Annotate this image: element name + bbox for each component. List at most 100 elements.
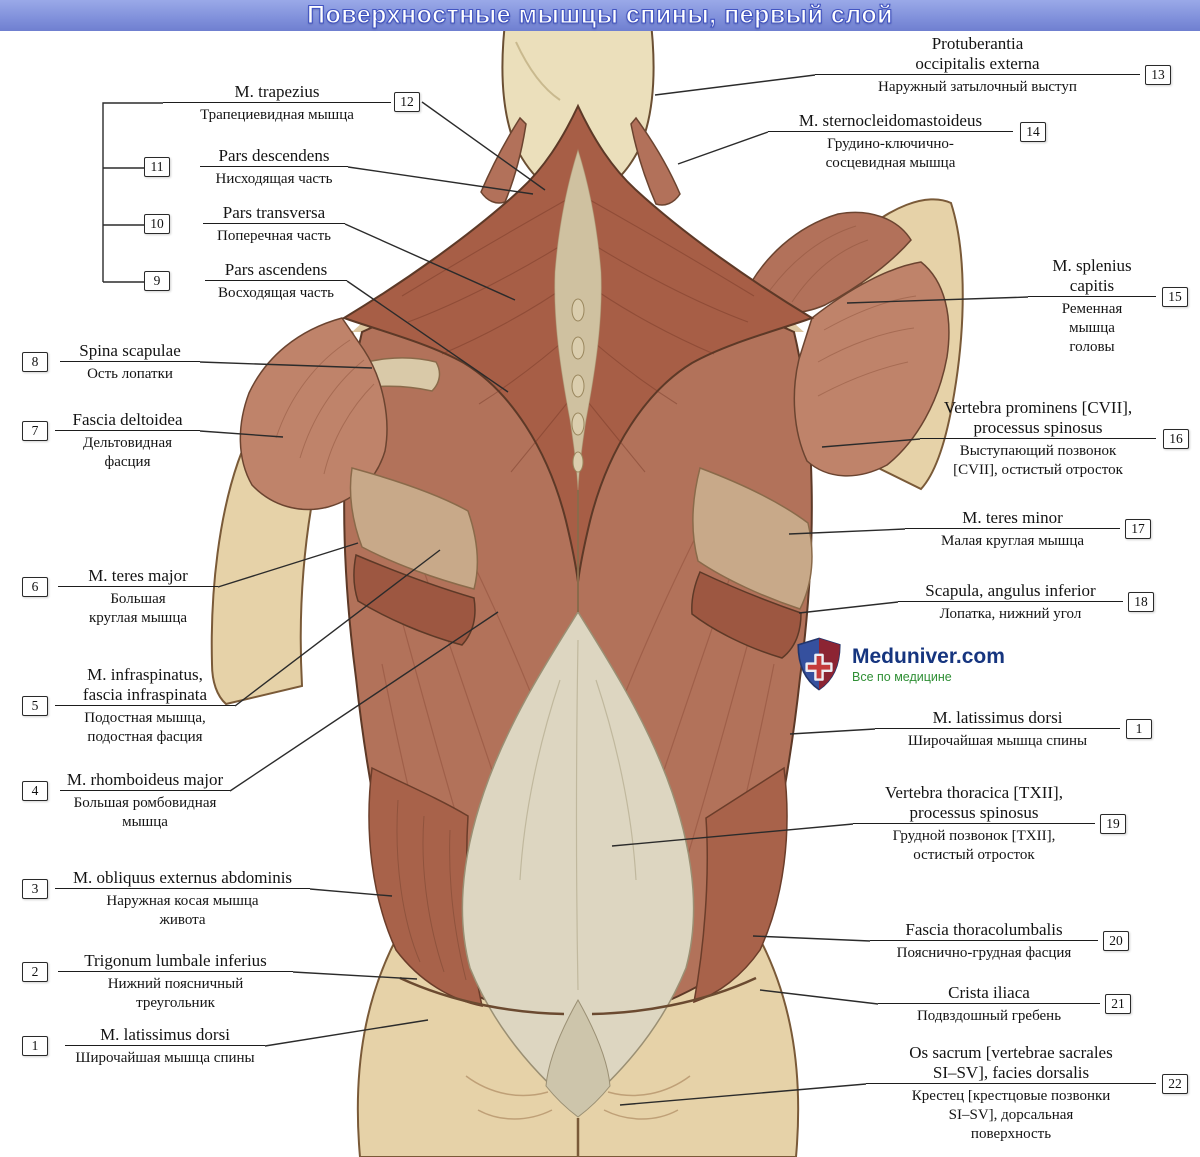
label-teres-minor: M. teres minor Малая круглая мышца [905, 508, 1120, 551]
label-latin-text: M. latissimus dorsi [875, 708, 1120, 729]
label-pars-descendens: Pars descendens Нисходящая часть [200, 146, 348, 189]
label-latin-text: M. rhomboideus major [60, 770, 230, 791]
label-russian-text: Нисходящая часть [215, 171, 333, 187]
label-russian-text: Дельтовидная фасция [82, 435, 172, 470]
label-splenius-capitis: M. splenius capitis Ременная мышца голов… [1028, 256, 1156, 357]
callout-number-12: 12 [394, 92, 420, 112]
callout-number-1-right: 1 [1126, 719, 1152, 739]
label-russian-text: Большая круглая мышца [88, 591, 188, 626]
callout-number-19: 19 [1100, 814, 1126, 834]
label-scapula-angulus-inferior: Scapula, angulus inferior Лопатка, нижни… [898, 581, 1123, 624]
label-latin-text: Pars descendens [200, 146, 348, 167]
meduniver-watermark: Meduniver.com Все по медицине [795, 636, 1005, 692]
label-pars-transversa: Pars transversa Поперечная часть [203, 203, 345, 246]
label-latin-text: Vertebra thoracica [TXII], processus spi… [853, 783, 1095, 824]
label-latin-text: Vertebra prominens [CVII], processus spi… [920, 398, 1156, 439]
label-russian-text: Поперечная часть [217, 228, 331, 244]
callout-number-5: 5 [22, 696, 48, 716]
label-latin-text: M. latissimus dorsi [65, 1025, 265, 1046]
callout-number-21: 21 [1105, 994, 1131, 1014]
callout-number-13: 13 [1145, 65, 1171, 85]
label-latin-text: Pars ascendens [205, 260, 347, 281]
label-os-sacrum: Os sacrum [vertebrae sacrales SI–SV], fa… [866, 1043, 1156, 1144]
label-russian-text: Грудино-ключично- сосцевидная мышца [825, 136, 956, 171]
label-pars-ascendens: Pars ascendens Восходящая часть [205, 260, 347, 303]
label-latin-text: Fascia thoracolumbalis [870, 920, 1098, 941]
label-vertebra-prominens: Vertebra prominens [CVII], processus spi… [920, 398, 1156, 480]
page-title: Поверхностные мышцы спины, первый слой [306, 0, 893, 29]
label-latin-text: Trigonum lumbale inferius [58, 951, 293, 972]
meduniver-name: Meduniver.com [852, 644, 1005, 668]
callout-number-15: 15 [1162, 287, 1188, 307]
label-latin-text: Fascia deltoidea [55, 410, 200, 431]
label-russian-text: Нижний поясничный треугольник [107, 976, 244, 1011]
label-russian-text: Малая круглая мышца [941, 533, 1084, 549]
title-bar: Поверхностные мышцы спины, первый слой [0, 0, 1200, 31]
callout-number-11: 11 [144, 157, 170, 177]
label-teres-major: M. teres major Большая круглая мышца [58, 566, 218, 628]
label-russian-text: Грудной позвонок [TXII], остистый отрост… [892, 828, 1056, 863]
label-latin-text: M. obliquus externus abdominis [55, 868, 310, 889]
label-russian-text: Наружная косая мышца живота [106, 893, 259, 928]
callout-number-3: 3 [22, 879, 48, 899]
label-latin-text: Scapula, angulus inferior [898, 581, 1123, 602]
callout-number-4: 4 [22, 781, 48, 801]
label-russian-text: Ременная мышца головы [1061, 301, 1123, 355]
callout-number-2: 2 [22, 962, 48, 982]
label-russian-text: Ость лопатки [87, 366, 173, 382]
callout-number-14: 14 [1020, 122, 1046, 142]
callout-number-9: 9 [144, 271, 170, 291]
label-obliquus-externus: M. obliquus externus abdominis Наружная … [55, 868, 310, 930]
label-trapezius: M. trapezius Трапециевидная мышца [163, 82, 391, 125]
callout-number-18: 18 [1128, 592, 1154, 612]
label-latin-text: M. teres major [58, 566, 218, 587]
callout-number-17: 17 [1125, 519, 1151, 539]
label-latin-text: Protuberantia occipitalis externa [815, 34, 1140, 75]
label-russian-text: Подвздошный гребень [916, 1008, 1062, 1024]
label-latin-text: M. teres minor [905, 508, 1120, 529]
label-russian-text: Подостная мышца, подостная фасция [84, 710, 206, 745]
meduniver-tagline: Все по медицине [852, 669, 952, 684]
label-russian-text: Наружный затылочный выступ [878, 79, 1077, 95]
label-latin-text: Crista iliaca [878, 983, 1100, 1004]
label-russian-text: Крестец [крестцовые позвонки SI–SV], дор… [911, 1088, 1111, 1142]
label-russian-text: Пояснично-грудная фасция [896, 945, 1072, 961]
callout-number-16: 16 [1163, 429, 1189, 449]
label-fascia-thoracolumbalis: Fascia thoracolumbalis Пояснично-грудная… [870, 920, 1098, 963]
callout-number-22: 22 [1162, 1074, 1188, 1094]
meduniver-shield-icon [797, 637, 841, 691]
label-fascia-deltoidea: Fascia deltoidea Дельтовидная фасция [55, 410, 200, 472]
callout-number-6: 6 [22, 577, 48, 597]
label-latin-text: M. trapezius [163, 82, 391, 103]
callout-number-20: 20 [1103, 931, 1129, 951]
label-latin-text: M. splenius capitis [1028, 256, 1156, 297]
label-latin-text: Pars transversa [203, 203, 345, 224]
label-protuberantia-occipitalis: Protuberantia occipitalis externa Наружн… [815, 34, 1140, 97]
label-latin-text: Os sacrum [vertebrae sacrales SI–SV], fa… [866, 1043, 1156, 1084]
label-latissimus-dorsi-right: M. latissimus dorsi Широчайшая мышца спи… [875, 708, 1120, 751]
label-latin-text: M. sternocleidomastoideus [768, 111, 1013, 132]
label-russian-text: Трапециевидная мышца [200, 107, 354, 123]
label-spina-scapulae: Spina scapulae Ость лопатки [60, 341, 200, 384]
label-russian-text: Лопатка, нижний угол [939, 606, 1082, 622]
callout-number-8: 8 [22, 352, 48, 372]
callout-number-10: 10 [144, 214, 170, 234]
label-rhomboideus-major: M. rhomboideus major Большая ромбовидная… [60, 770, 230, 832]
label-russian-text: Широчайшая мышца спины [75, 1050, 255, 1066]
label-russian-text: Выступающий позвонок [CVII], остистый от… [953, 443, 1123, 478]
label-infraspinatus: M. infraspinatus, fascia infraspinata По… [55, 665, 235, 747]
label-russian-text: Широчайшая мышца спины [907, 733, 1088, 749]
callout-number-1-left: 1 [22, 1036, 48, 1056]
label-latin-text: M. infraspinatus, fascia infraspinata [55, 665, 235, 706]
label-sternocleidomastoideus: M. sternocleidomastoideus Грудино-ключич… [768, 111, 1013, 173]
label-latin-text: Spina scapulae [60, 341, 200, 362]
label-crista-iliaca: Crista iliaca Подвздошный гребень [878, 983, 1100, 1026]
label-vertebra-thoracica: Vertebra thoracica [TXII], processus spi… [853, 783, 1095, 865]
label-russian-text: Восходящая часть [218, 285, 334, 301]
label-trigonum-lumbale: Trigonum lumbale inferius Нижний пояснич… [58, 951, 293, 1013]
meduniver-text-block: Meduniver.com Все по медицине [852, 645, 1005, 684]
callout-number-7: 7 [22, 421, 48, 441]
label-russian-text: Большая ромбовидная мышца [73, 795, 217, 830]
